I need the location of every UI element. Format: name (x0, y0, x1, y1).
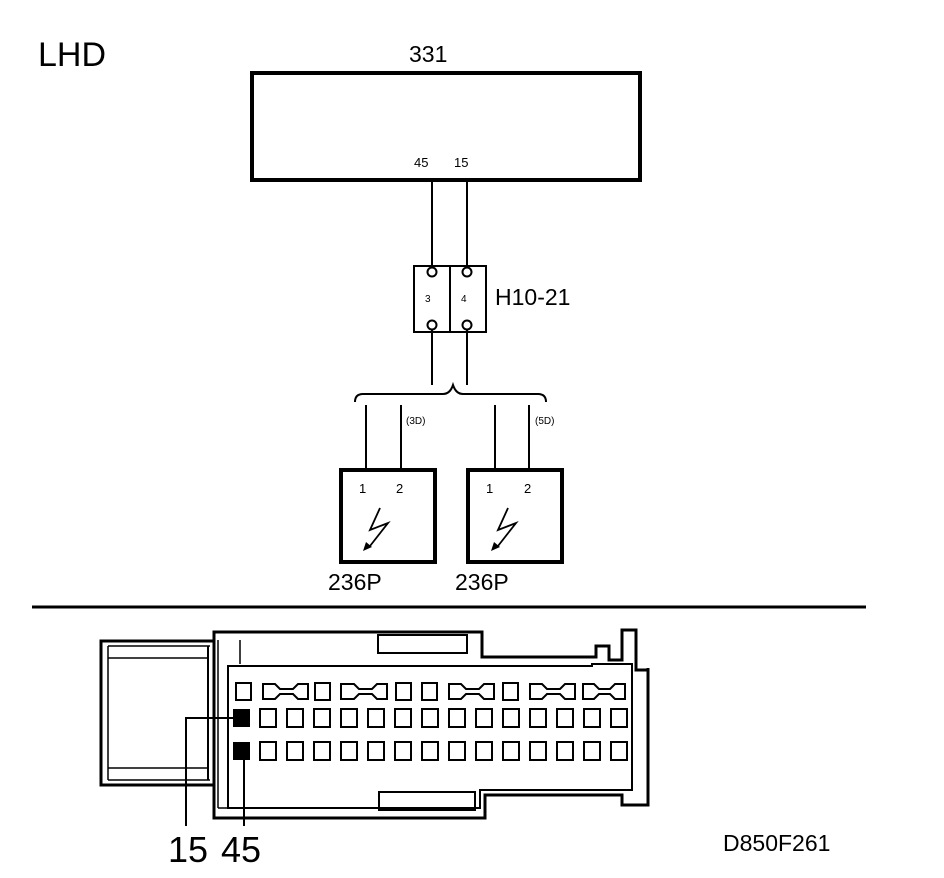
figure-code: D850F261 (723, 830, 830, 856)
speaker-1-arrow-icon (363, 542, 372, 551)
plug-pin-45-cell (233, 742, 250, 760)
connector-plug (99, 628, 650, 826)
speaker-1-id: 236P (328, 569, 382, 595)
speaker-2-id: 236P (455, 569, 509, 595)
speaker-2-variant: (5D) (535, 416, 554, 427)
connector-pin-4: 4 (461, 294, 467, 305)
plug-pin-45-label: 45 (221, 829, 261, 870)
speaker-2 (466, 468, 564, 564)
connector-h10-21 (413, 265, 487, 333)
speaker-2-pin-2: 2 (524, 481, 531, 496)
module-box (250, 71, 642, 182)
split-brace (354, 381, 547, 403)
speaker-1-variant: (3D) (406, 416, 425, 427)
speaker-2-pin-1: 1 (486, 481, 493, 496)
plug-pin-15-label: 15 (168, 829, 208, 870)
speaker-1-pin-2: 2 (396, 481, 403, 496)
variant-label: LHD (38, 36, 106, 74)
module-pin-45: 45 (414, 155, 428, 170)
speaker-1 (339, 468, 437, 564)
speaker-1-pin-1: 1 (359, 481, 366, 496)
plug-pin-15-cell (233, 709, 250, 727)
connector-pin-3: 3 (425, 294, 431, 305)
module-pin-15: 15 (454, 155, 468, 170)
connector-id: H10-21 (495, 284, 570, 310)
speaker-2-arrow-icon (491, 542, 500, 551)
module-id: 331 (409, 41, 447, 67)
